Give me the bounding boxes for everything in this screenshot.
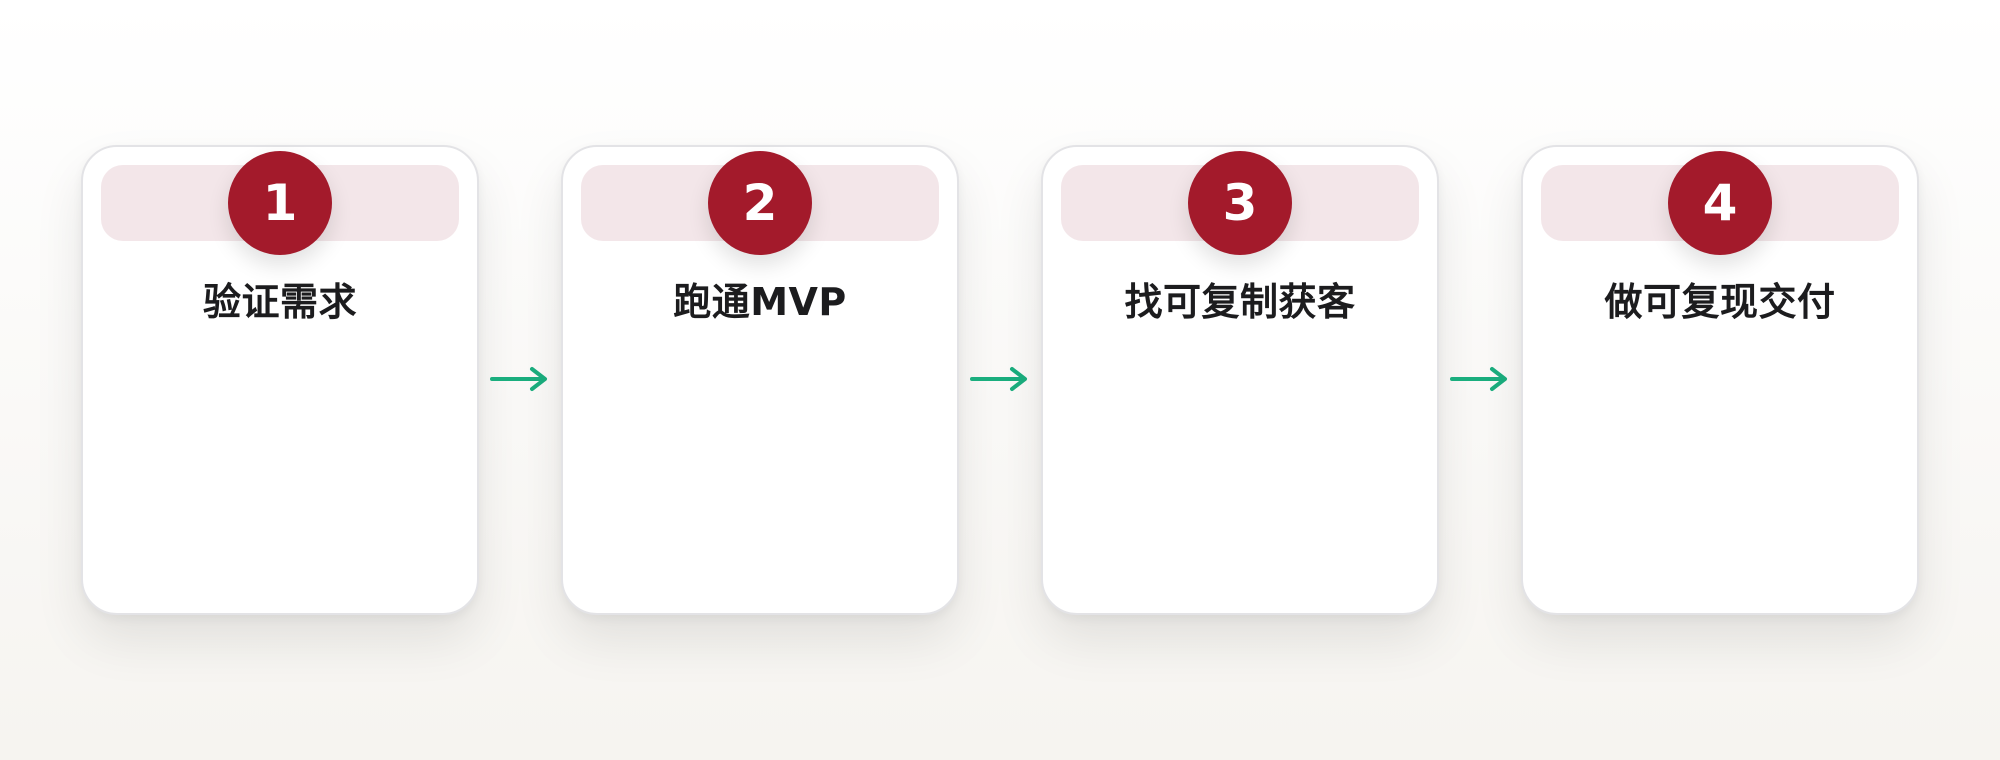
step-title: 找可复制获客 (1124, 280, 1356, 324)
step-title: 跑通MVP (673, 280, 847, 324)
step-number-badge: 4 (1668, 151, 1772, 255)
step-number-badge: 1 (228, 151, 332, 255)
arrow-right-icon (970, 367, 1027, 391)
step-card-1: 1 验证需求 (81, 145, 479, 615)
step-card-3: 3 找可复制获客 (1041, 145, 1439, 615)
step-card-4: 4 做可复现交付 (1521, 145, 1919, 615)
step-title: 验证需求 (202, 280, 357, 324)
step-number-badge: 2 (708, 151, 812, 255)
step-card-2: 2 跑通MVP (561, 145, 959, 615)
arrow-right-icon (490, 367, 547, 391)
arrow-right-icon (1450, 367, 1507, 391)
step-number-badge: 3 (1188, 151, 1292, 255)
step-title: 做可复现交付 (1604, 280, 1836, 324)
